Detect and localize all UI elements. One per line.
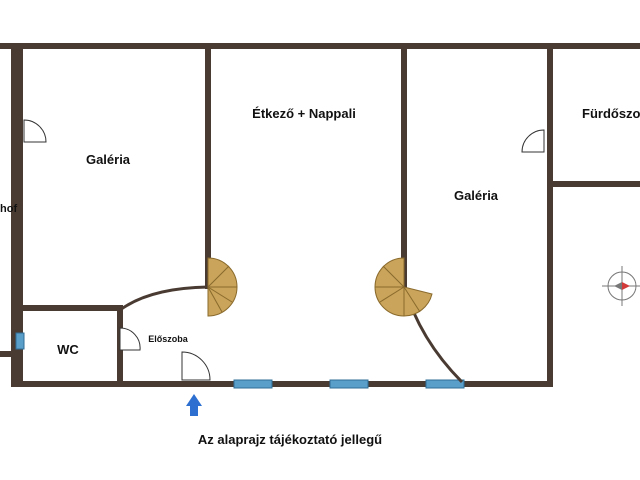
stair-tread bbox=[207, 286, 223, 313]
compass-needle bbox=[614, 282, 622, 290]
spiral-stair-left bbox=[207, 257, 238, 317]
room-label-hof: hof bbox=[0, 203, 17, 215]
room-label-furdoszoba: Fürdőszo bbox=[582, 106, 640, 121]
railing-left bbox=[119, 285, 209, 312]
windows bbox=[15, 332, 465, 389]
room-label-etkezo: Étkező + Nappali bbox=[252, 106, 356, 121]
stair-step bbox=[207, 286, 238, 317]
door bbox=[119, 327, 141, 351]
door bbox=[521, 129, 545, 153]
stair-tread bbox=[379, 286, 405, 303]
room-label-eloszoba: Előszoba bbox=[148, 334, 189, 344]
stair-tread bbox=[207, 286, 233, 303]
window bbox=[233, 379, 273, 389]
doors bbox=[23, 119, 545, 381]
compass-icon bbox=[602, 266, 640, 306]
door bbox=[181, 351, 211, 381]
entrance-arrow-icon bbox=[186, 394, 202, 416]
door bbox=[23, 119, 47, 143]
arrow-shaft bbox=[190, 405, 198, 416]
room-label-galeria-left: Galéria bbox=[86, 152, 131, 167]
disclaimer-caption: Az alaprajz tájékoztató jellegű bbox=[197, 432, 383, 447]
stair-tread bbox=[207, 265, 230, 288]
window bbox=[425, 379, 465, 389]
stair-step bbox=[403, 286, 433, 317]
stair-tread bbox=[382, 265, 405, 288]
stair-step bbox=[374, 286, 405, 317]
walls bbox=[0, 43, 640, 387]
arrow-head bbox=[186, 394, 202, 406]
window bbox=[15, 332, 25, 350]
room-label-wc: WC bbox=[57, 342, 79, 357]
compass-needle bbox=[622, 282, 630, 290]
window bbox=[329, 379, 369, 389]
stair-tread bbox=[403, 286, 421, 313]
spiral-stair-right bbox=[374, 257, 433, 317]
room-label-galeria-right: Galéria bbox=[454, 188, 499, 203]
